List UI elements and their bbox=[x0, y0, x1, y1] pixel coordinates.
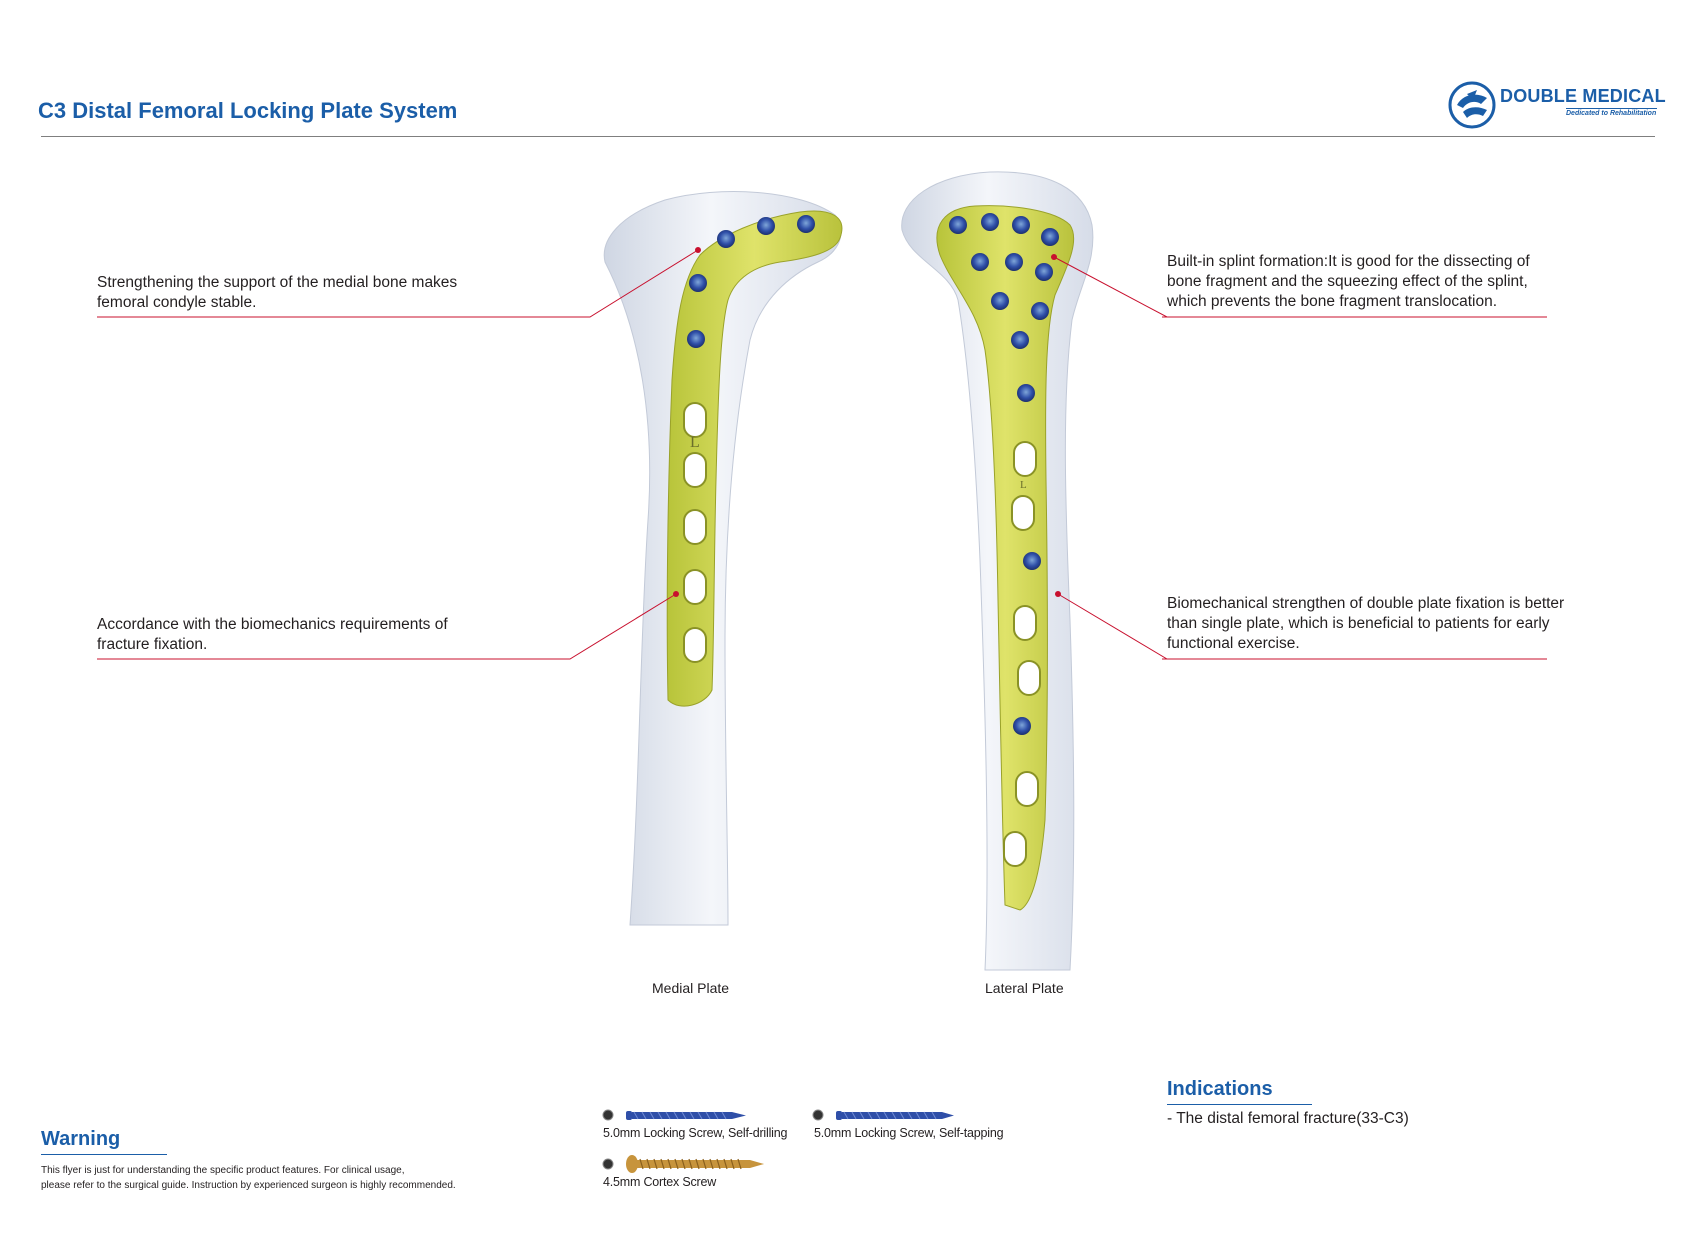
brand-tagline: Dedicated to Rehabilitation bbox=[1566, 110, 1657, 117]
callout-line: functional exercise. bbox=[1167, 635, 1300, 652]
callout-line: Built-in splint formation:It is good for… bbox=[1167, 253, 1530, 270]
callout-line: femoral condyle stable. bbox=[97, 294, 257, 311]
cortex-screw-icon bbox=[602, 1155, 764, 1173]
brand-underline bbox=[1566, 108, 1657, 109]
lateral-plate bbox=[936, 205, 1075, 911]
callout-lateral-bottom: Biomechanical strengthen of double plate… bbox=[1167, 594, 1564, 654]
indications-underline bbox=[1167, 1104, 1312, 1105]
callout-medial-top: Strengthening the support of the medial … bbox=[97, 273, 457, 313]
brand-logo bbox=[1447, 78, 1657, 134]
callout-line: bone fragment and the squeezing effect o… bbox=[1167, 273, 1528, 290]
self-tapping-screw-icon bbox=[812, 1109, 954, 1121]
medial-plate bbox=[666, 210, 843, 707]
header-divider bbox=[41, 136, 1655, 137]
callout-line: fracture fixation. bbox=[97, 636, 208, 653]
indications-item: - The distal femoral fracture(33-C3) bbox=[1167, 1110, 1409, 1127]
screw-label-cortex: 4.5mm Cortex Screw bbox=[603, 1175, 717, 1189]
brand-mark-icon bbox=[1448, 81, 1496, 129]
medial-plate-mark: L bbox=[690, 434, 700, 451]
screw-label-self-drilling: 5.0mm Locking Screw, Self-drilling bbox=[603, 1126, 788, 1140]
lateral-plate-screws bbox=[949, 213, 1059, 735]
screw-label-self-tapping: 5.0mm Locking Screw, Self-tapping bbox=[814, 1126, 1004, 1140]
screw-illustrations bbox=[602, 1109, 954, 1173]
callout-lines bbox=[97, 249, 1547, 660]
medial-bone bbox=[603, 191, 842, 926]
indications-title: Indications bbox=[1167, 1078, 1273, 1100]
page-title: C3 Distal Femoral Locking Plate System bbox=[38, 98, 458, 123]
warning-line: please refer to the surgical guide. Inst… bbox=[41, 1180, 456, 1191]
medial-plate-label: Medial Plate bbox=[652, 980, 730, 996]
lateral-plate-label: Lateral Plate bbox=[985, 980, 1064, 996]
warning-text: This flyer is just for understanding the… bbox=[41, 1163, 456, 1193]
warning-line: This flyer is just for understanding the… bbox=[41, 1165, 405, 1176]
warning-title: Warning bbox=[41, 1128, 121, 1150]
medial-plate-holes bbox=[683, 402, 707, 663]
medial-plate-screws bbox=[687, 215, 815, 348]
callout-line: Strengthening the support of the medial … bbox=[97, 274, 458, 291]
callout-line: than single plate, which is beneficial t… bbox=[1167, 615, 1550, 632]
lateral-plate-holes bbox=[1003, 441, 1041, 867]
callout-dots bbox=[673, 247, 1061, 597]
callout-lateral-top: Built-in splint formation:It is good for… bbox=[1167, 252, 1530, 312]
callout-line: which prevents the bone fragment translo… bbox=[1167, 293, 1497, 310]
warning-underline bbox=[41, 1154, 167, 1155]
callout-line: Biomechanical strengthen of double plate… bbox=[1167, 595, 1565, 612]
callout-medial-bottom: Accordance with the biomechanics require… bbox=[97, 615, 448, 655]
brand-name: DOUBLE MEDICAL bbox=[1500, 86, 1666, 106]
callout-line: Accordance with the biomechanics require… bbox=[97, 616, 448, 633]
lateral-plate-mark: L bbox=[1020, 479, 1027, 491]
self-drilling-screw-icon bbox=[602, 1109, 746, 1121]
